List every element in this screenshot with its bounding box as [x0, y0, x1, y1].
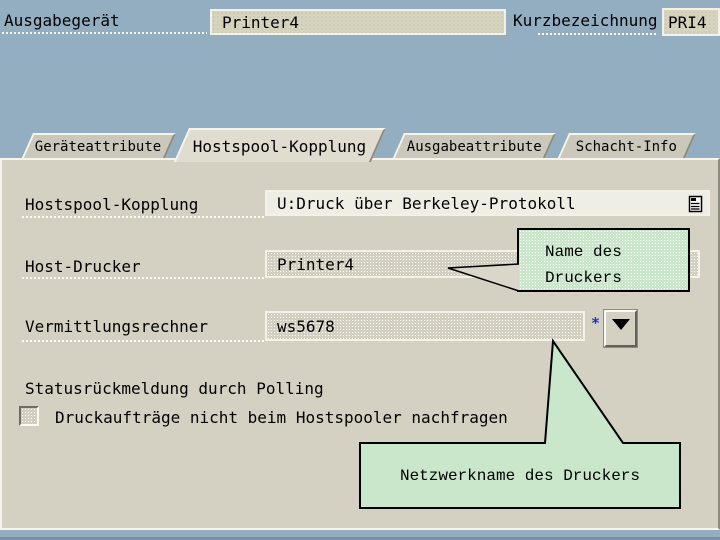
hostspool-kopplung-underline — [22, 216, 265, 218]
tab-hostspool-kopplung[interactable]: Hostspool-Kopplung — [173, 128, 386, 162]
required-asterisk: * — [591, 314, 601, 332]
polling-heading: Statusrückmeldung durch Polling — [25, 379, 324, 398]
polling-checkbox-label: Druckaufträge nicht beim Hostspooler nac… — [55, 408, 508, 427]
output-device-label: Ausgabegerät — [4, 11, 120, 30]
hostspool-kopplung-select[interactable]: U:Druck über Berkeley-Protokoll — [265, 190, 710, 216]
host-drucker-label: Host-Drucker — [25, 257, 141, 276]
tab-schacht-info[interactable]: Schacht-Info — [557, 133, 696, 158]
vermittlungsrechner-label: Vermittlungsrechner — [25, 317, 209, 336]
hostspool-kopplung-row-label: Hostspool-Kopplung — [25, 195, 199, 214]
vermittlungsrechner-underline — [22, 340, 265, 342]
callout-printer-name-line2: Druckers — [545, 269, 622, 287]
callout-printer-name-line1: Name des — [545, 243, 622, 261]
short-name-underline — [538, 33, 658, 35]
dropdown-arrow-icon — [611, 319, 630, 330]
tab-ausgabeattribute-label: Ausgabeattribute — [406, 138, 542, 155]
callout-network-name-text: Netzwerkname des Druckers — [399, 467, 641, 485]
short-name-input[interactable] — [662, 8, 720, 36]
output-device-underline — [2, 32, 207, 34]
list-icon[interactable] — [688, 195, 704, 213]
callout-network-name: Netzwerkname des Druckers — [360, 443, 680, 509]
output-device-input[interactable] — [210, 9, 506, 35]
vermittlungsrechner-input[interactable] — [265, 311, 585, 341]
tab-schacht-info-label: Schacht-Info — [575, 138, 678, 155]
tab-geraeteattribute-label: Geräteattribute — [35, 138, 162, 155]
tab-ausgabeattribute[interactable]: Ausgabeattribute — [392, 133, 556, 158]
hostspool-kopplung-value: U:Druck über Berkeley-Protokoll — [277, 193, 576, 213]
callout-printer-name: Name des Druckers — [517, 228, 690, 292]
vermittlungsrechner-dropdown-button[interactable] — [604, 310, 637, 347]
host-drucker-underline — [22, 277, 265, 279]
tab-hostspool-kopplung-label: Hostspool-Kopplung — [192, 136, 367, 156]
polling-checkbox[interactable] — [19, 406, 39, 426]
short-name-label: Kurzbezeichnung — [513, 11, 658, 30]
tab-geraeteattribute[interactable]: Geräteattribute — [21, 133, 177, 158]
window-bottom-edge — [0, 537, 720, 540]
